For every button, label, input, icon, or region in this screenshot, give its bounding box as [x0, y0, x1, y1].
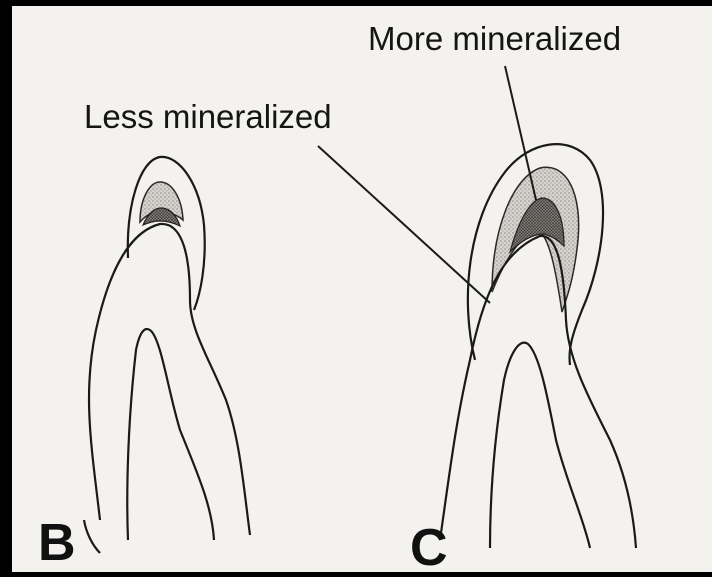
tooth-b: [84, 157, 250, 553]
tooth-c-dentin-outline: [440, 236, 636, 548]
panel-label-b: B: [38, 514, 76, 572]
label-less-mineralized: Less mineralized: [84, 98, 332, 135]
leader-less-mineralized: [318, 146, 490, 303]
tooth-c-less-mineralized: [492, 167, 579, 312]
label-more-mineralized: More mineralized: [368, 20, 621, 57]
tooth-b-dentin-outline: [89, 224, 250, 535]
panel-label-c: C: [410, 519, 448, 577]
tooth-c: [440, 144, 636, 548]
tooth-b-root-edge: [84, 520, 100, 553]
tooth-c-pulp: [490, 343, 590, 548]
leader-more-mineralized: [505, 66, 536, 200]
tooth-b-pulp: [127, 329, 214, 540]
tooth-b-enamel-outline: [128, 157, 205, 310]
